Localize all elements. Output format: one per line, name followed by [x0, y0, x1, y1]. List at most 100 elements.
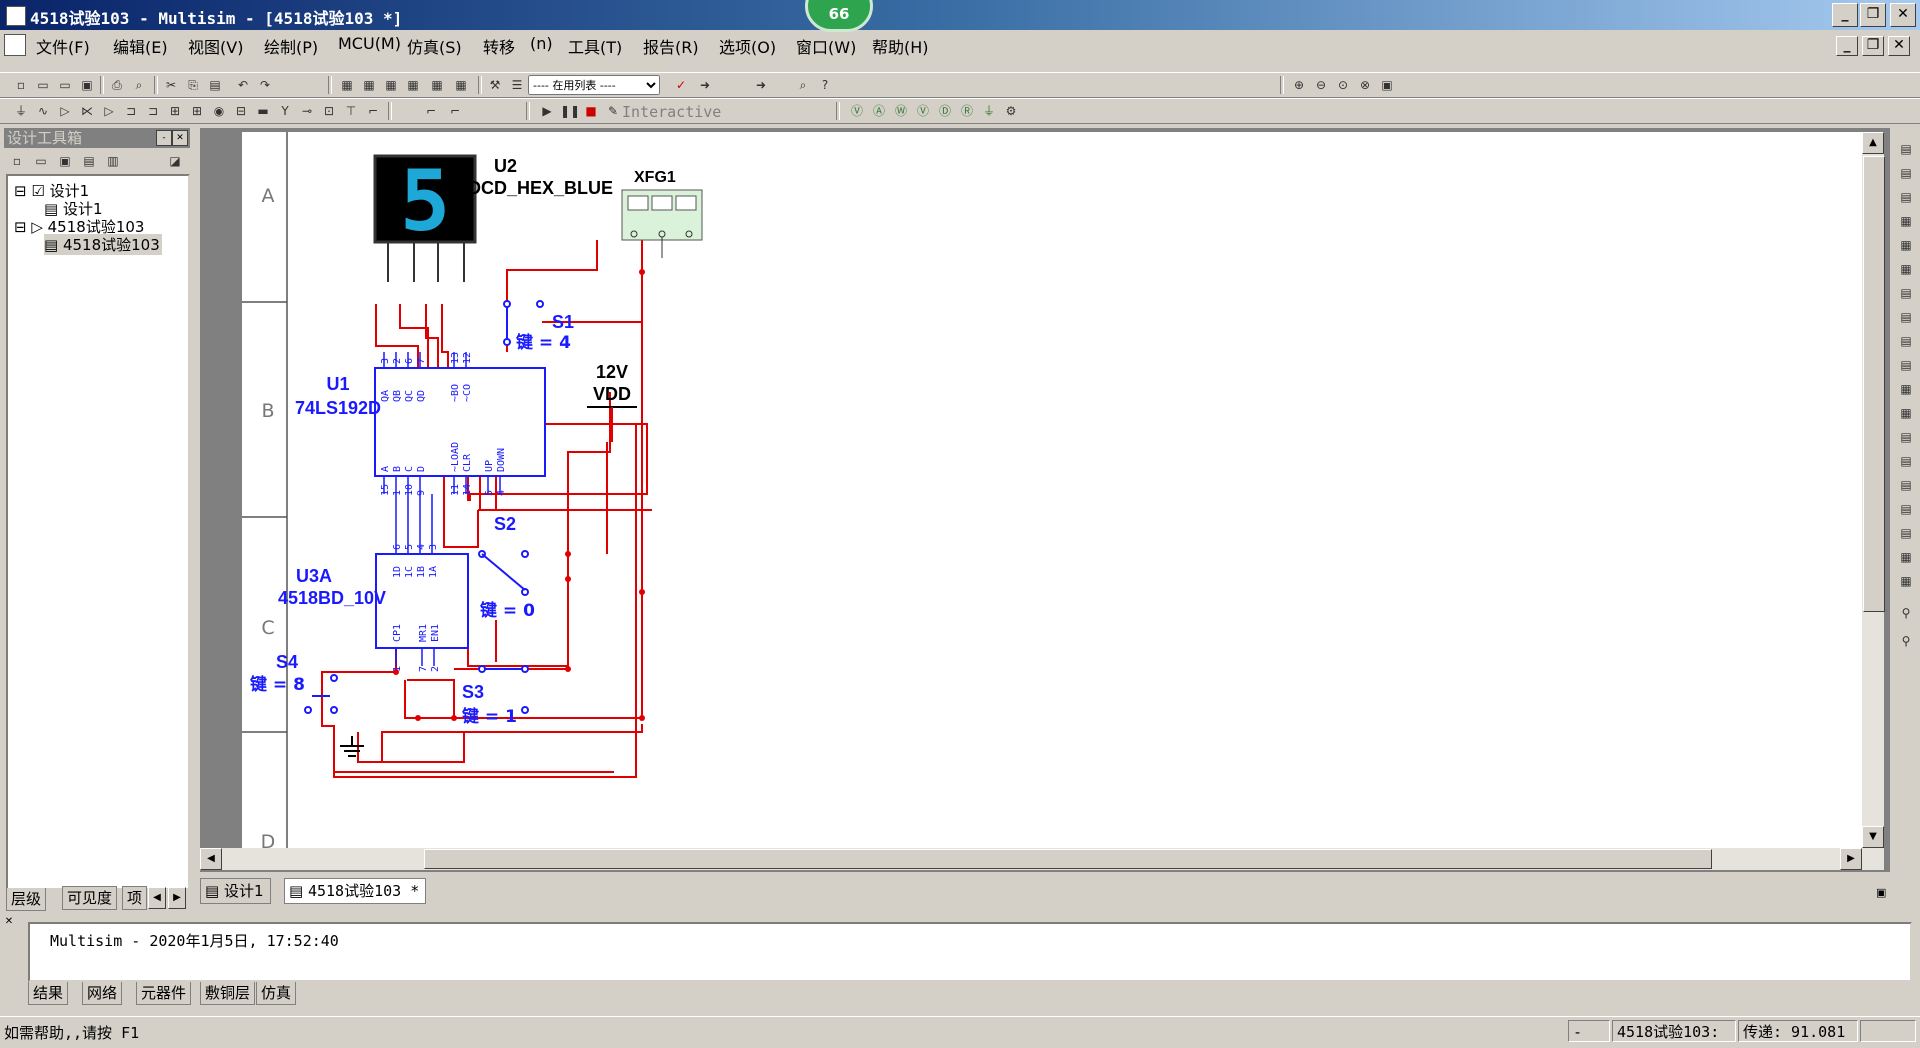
- menu-place[interactable]: 绘制(P): [264, 38, 319, 57]
- word-generator-icon[interactable]: ▤: [1900, 310, 1912, 324]
- menu-options[interactable]: 选项(O): [719, 38, 777, 57]
- new-file-icon[interactable]: ▫: [16, 78, 26, 92]
- simulation-mode[interactable]: Interactive: [622, 103, 722, 121]
- tab-scroll-left-icon[interactable]: ◀: [148, 887, 166, 909]
- save-design-icon[interactable]: ▣: [59, 154, 71, 168]
- multimeter-icon[interactable]: ▤: [1900, 142, 1912, 156]
- tree-leaf-design1[interactable]: ▤ 设计1: [44, 200, 103, 218]
- vertical-scroll-thumb[interactable]: [1863, 156, 1885, 612]
- probe-current-icon[interactable]: Ⓐ: [872, 104, 885, 118]
- close-button[interactable]: ✕: [1890, 3, 1916, 27]
- panel-close-icon[interactable]: ✕: [172, 130, 188, 146]
- menu-transfer-key[interactable]: (n): [530, 34, 553, 53]
- undo-icon[interactable]: ↶: [237, 78, 249, 92]
- paste-icon[interactable]: ▤: [209, 78, 221, 92]
- logic-converter-icon[interactable]: ▤: [1900, 334, 1912, 348]
- zoom-out-icon[interactable]: ⊖: [1315, 78, 1327, 92]
- doc-minimize-button[interactable]: _: [1836, 36, 1858, 56]
- iv-analyzer-icon[interactable]: ▦: [1900, 382, 1912, 396]
- scroll-left-icon[interactable]: ◀: [200, 848, 222, 870]
- xfg1-generator[interactable]: [621, 189, 703, 258]
- tree-leaf-4518[interactable]: ▤ 4518试验103: [44, 234, 162, 255]
- agilent-multimeter-icon[interactable]: ▤: [1900, 502, 1912, 516]
- probe-digital-icon[interactable]: Ⓓ: [938, 104, 951, 118]
- in-use-list-dropdown[interactable]: ---- 在用列表 ----: [528, 75, 660, 95]
- doc-restore-button[interactable]: ❐: [1862, 36, 1884, 56]
- frequency-counter-icon[interactable]: ▤: [1900, 286, 1912, 300]
- network-analyzer-icon[interactable]: ▤: [1900, 454, 1912, 468]
- scroll-down-icon[interactable]: ▼: [1862, 826, 1884, 848]
- current-probe-icon[interactable]: ⚲: [1901, 634, 1911, 648]
- doc-tab-design1[interactable]: ▤ 设计1: [200, 878, 271, 904]
- horizontal-scroll-thumb[interactable]: [424, 849, 1712, 869]
- probe-ground-icon[interactable]: ⏚: [982, 104, 995, 118]
- probe-dvoltage-icon[interactable]: Ⓥ: [916, 104, 929, 118]
- menu-simulate[interactable]: 仿真(S): [407, 38, 462, 57]
- close-design-icon[interactable]: ▤: [83, 154, 95, 168]
- erc-icon[interactable]: ▦: [455, 78, 467, 92]
- output-tab-copper[interactable]: 敷铜层: [200, 982, 256, 1005]
- horizontal-scrollbar[interactable]: ◀ ▶: [200, 848, 1884, 870]
- tab-visibility[interactable]: 可见度: [62, 886, 118, 910]
- postprocessor-icon[interactable]: ▦: [431, 78, 443, 92]
- s1-switch[interactable]: [503, 300, 544, 346]
- component-wizard-icon[interactable]: ⚒: [489, 78, 501, 92]
- place-misc-icon[interactable]: ▬: [257, 104, 269, 118]
- output-tab-results[interactable]: 结果: [28, 982, 69, 1005]
- save-icon[interactable]: ▣: [81, 78, 93, 92]
- menu-help[interactable]: 帮助(H): [872, 38, 929, 57]
- output-close-icon[interactable]: ✕: [4, 916, 14, 927]
- s2-switch[interactable]: [478, 550, 529, 596]
- schematic-canvas[interactable]: A B C D: [242, 132, 1862, 848]
- zoom-area-icon[interactable]: ⊙: [1337, 78, 1349, 92]
- agilent-generator-icon[interactable]: ▤: [1900, 478, 1912, 492]
- minimize-button[interactable]: _: [1832, 3, 1858, 27]
- place-ttl-icon[interactable]: ⊐: [125, 104, 137, 118]
- bus-entry-icon[interactable]: ⌐: [425, 104, 437, 118]
- open-design-icon[interactable]: ▭: [35, 154, 47, 168]
- u1-chip[interactable]: [374, 367, 546, 477]
- scroll-up-icon[interactable]: ▲: [1862, 132, 1884, 154]
- menu-file[interactable]: 文件(F): [36, 38, 90, 57]
- tab-scroll-right-icon[interactable]: ▶: [168, 887, 186, 909]
- menu-window[interactable]: 窗口(W): [796, 38, 857, 57]
- probe-icon[interactable]: ✎: [607, 104, 619, 118]
- probe-settings-icon[interactable]: ⚙: [1005, 104, 1017, 118]
- output-tab-simulation[interactable]: 仿真: [256, 982, 297, 1005]
- place-analog-icon[interactable]: ▷: [104, 104, 114, 118]
- s4-switch[interactable]: [304, 674, 338, 714]
- zoom-in-icon[interactable]: ⊕: [1293, 78, 1305, 92]
- u2-display[interactable]: 5: [373, 152, 477, 282]
- open-sample-icon[interactable]: ▭: [59, 78, 71, 92]
- distortion-analyzer-icon[interactable]: ▦: [1900, 406, 1912, 420]
- probe-reference-icon[interactable]: Ⓡ: [960, 104, 973, 118]
- s3-switch[interactable]: [478, 665, 529, 714]
- u3a-chip[interactable]: [375, 553, 469, 649]
- agilent-scope-icon[interactable]: ▤: [1900, 526, 1912, 540]
- tab-hierarchy[interactable]: 层级: [6, 888, 47, 911]
- wattmeter-icon[interactable]: ▤: [1900, 190, 1912, 204]
- place-mixed-icon[interactable]: ⊞: [191, 104, 203, 118]
- oscilloscope-icon[interactable]: ▦: [1900, 214, 1912, 228]
- scroll-right-icon[interactable]: ▶: [1840, 848, 1862, 870]
- place-hierarchical-icon[interactable]: ⊤: [345, 104, 357, 118]
- place-source-icon[interactable]: ⏚: [14, 104, 27, 118]
- menu-transfer[interactable]: 转移: [483, 38, 516, 57]
- place-mcu-icon[interactable]: ⊡: [323, 104, 335, 118]
- place-rf-icon[interactable]: Y: [281, 104, 289, 118]
- function-generator-icon[interactable]: ▤: [1900, 166, 1912, 180]
- tab-project[interactable]: 项: [122, 886, 148, 910]
- grapher-icon[interactable]: ▦: [407, 78, 419, 92]
- place-cmos-icon[interactable]: ⊐: [147, 104, 159, 118]
- new-design-icon[interactable]: ▫: [12, 154, 22, 168]
- panel-restore-icon[interactable]: ▣: [1876, 886, 1887, 899]
- menu-reports[interactable]: 报告(R): [643, 38, 699, 57]
- stop-simulation-icon[interactable]: ■: [585, 104, 597, 118]
- database-icon[interactable]: ▦: [385, 78, 397, 92]
- place-indicator-icon[interactable]: ◉: [213, 104, 225, 118]
- zoom-fit-icon[interactable]: ⊗: [1359, 78, 1371, 92]
- menu-mcu[interactable]: MCU(M): [338, 34, 401, 53]
- bode-plotter-icon[interactable]: ▦: [1900, 262, 1912, 276]
- tree-node-4518[interactable]: ⊟ ▷ 4518试验103: [14, 218, 145, 236]
- place-diode-icon[interactable]: ▷: [60, 104, 70, 118]
